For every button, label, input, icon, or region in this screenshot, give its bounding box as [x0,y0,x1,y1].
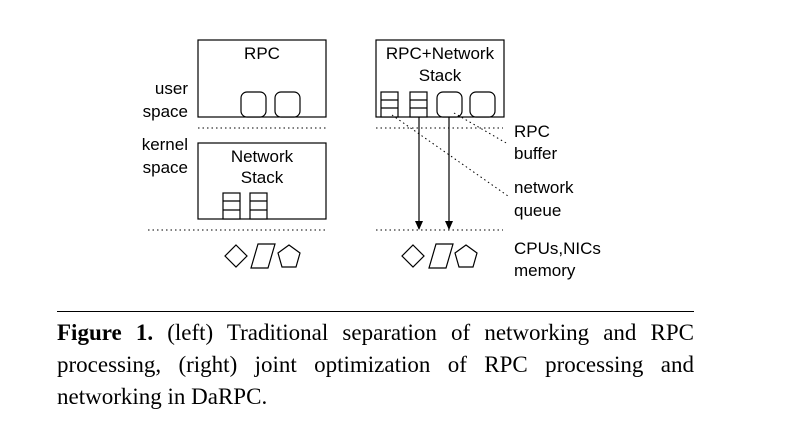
figure-caption-text: (left) Traditional separation of network… [57,320,695,409]
rpc-buffer-icon [436,91,463,118]
user-space-label-line1: user [155,79,188,98]
left-network-stack-title-line1: Network [231,147,294,166]
network-queue-icon [222,192,241,220]
left-hardware-icons [224,243,301,269]
left-rpc-box-title: RPC [244,44,280,63]
kernel-space-label-line2: space [143,158,188,177]
rpc-buffer-icon [274,91,301,118]
right-hardware-icons [401,243,478,269]
right-box-title-line1: RPC+Network [386,44,495,63]
network-queue-label-line2: queue [514,201,561,220]
network-queue-label-line1: network [514,178,574,197]
network-queue-icon [380,91,399,118]
rpc-buffer-label-line1: RPC [514,122,550,141]
right-box-title-line2: Stack [419,66,462,85]
diamond-icon [224,244,248,268]
left-network-stack-title-line2: Stack [241,168,284,187]
rpc-buffer-icon [240,91,267,118]
caption-rule [57,311,694,312]
hardware-label-line1: CPUs,NICs [514,239,601,258]
hardware-label-line2: memory [514,261,576,280]
rpc-buffer-label-line2: buffer [514,144,558,163]
figure-label: Figure 1. [57,320,154,345]
network-queue-leader [391,114,509,197]
parallelogram-icon [428,243,454,269]
figure-caption: Figure 1. (left) Traditional separation … [57,317,694,413]
user-space-label-line2: space [143,102,188,121]
network-queue-icon [409,91,428,118]
rpc-buffer-icon [469,91,496,118]
kernel-space-label-line1: kernel [142,135,188,154]
architecture-diagram: user space kernel space RPC Network Stac… [142,39,601,280]
rpc-buffer-leader [453,112,509,145]
network-queue-icon [249,192,268,220]
pentagon-icon [277,244,301,268]
pentagon-icon [454,244,478,268]
diamond-icon [401,244,425,268]
left-network-stack-box: Network Stack [197,142,327,220]
parallelogram-icon [250,243,276,269]
left-rpc-box: RPC [197,39,327,118]
right-combined-box: RPC+Network Stack [375,39,505,118]
